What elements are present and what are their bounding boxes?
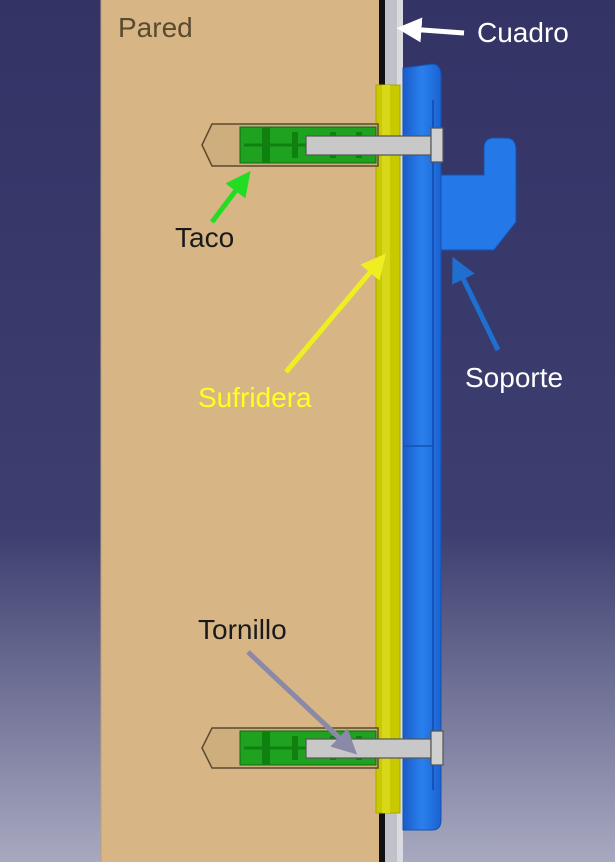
- shim-face: [382, 85, 390, 813]
- arrow-taco: [210, 171, 251, 224]
- arrow-sufridera: [284, 253, 387, 374]
- label-soporte: Soporte: [465, 362, 564, 393]
- label-sufridera: Sufridera: [198, 382, 312, 413]
- bracket-hook: [440, 137, 517, 251]
- arrow-soporte: [452, 256, 501, 352]
- arrow-cuadro: [396, 17, 465, 43]
- screw-top-head: [430, 127, 444, 163]
- screw-top-shank: [305, 135, 432, 156]
- label-cuadro: Cuadro: [477, 17, 569, 48]
- screw-bottom-head: [430, 730, 444, 766]
- label-taco: Taco: [175, 222, 235, 253]
- top-anchor-assembly: [201, 123, 444, 167]
- label-tornillo: Tornillo: [198, 614, 287, 645]
- bracket: [402, 63, 442, 831]
- screw-bottom-shank: [305, 738, 432, 759]
- label-pared: Pared: [118, 12, 193, 43]
- arrow-tornillo: [246, 650, 358, 755]
